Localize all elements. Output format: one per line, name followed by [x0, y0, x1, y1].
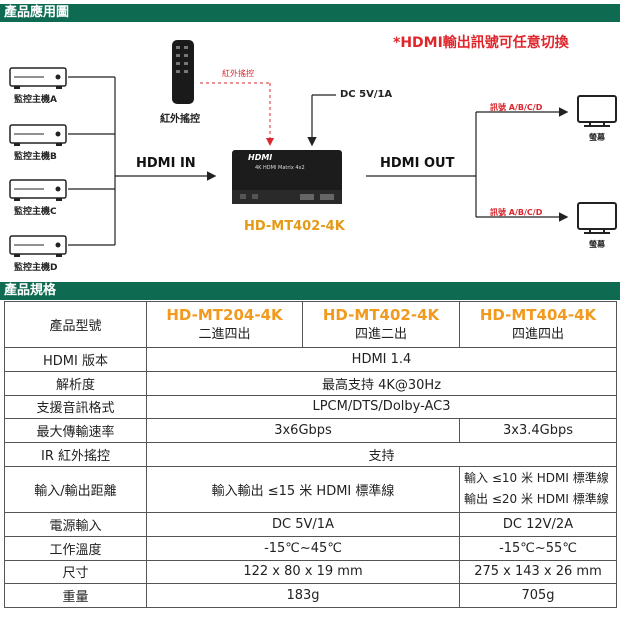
row-value: 705g	[459, 583, 617, 609]
model-name: HD-MT204-4K	[166, 305, 283, 324]
model-io: 四進四出	[511, 326, 564, 342]
row-value: 輸入輸出 ≤15 米 HDMI 標準線	[146, 465, 460, 513]
row-value: HDMI 1.4	[146, 347, 617, 372]
row-label: 電源輸入	[4, 511, 147, 537]
row-label: 尺寸	[4, 559, 147, 585]
hdmi-out-label: HDMI OUT	[380, 156, 455, 171]
table-row: IR 紅外搖控 支持	[4, 442, 617, 467]
row-label: IR 紅外搖控	[4, 442, 147, 467]
host-c-label: 監控主機C	[14, 207, 57, 217]
row-label: 支援音訊格式	[4, 394, 147, 420]
host-a-icon	[9, 67, 67, 89]
monitor-top-icon	[577, 95, 617, 127]
model-cell-204: HD-MT204-4K 二進四出	[146, 301, 303, 348]
row-label: 工作溫度	[4, 535, 147, 561]
table-row: 重量 183g 705g	[4, 583, 617, 609]
host-b-icon	[9, 124, 67, 146]
table-row: 產品型號 HD-MT204-4K 二進四出 HD-MT402-4K 四進二出 H…	[4, 301, 617, 348]
output-connection-lines	[366, 107, 569, 222]
ir-signal-line	[200, 82, 274, 146]
distance-output: 輸出 ≤20 米 HDMI 標準線	[464, 492, 609, 507]
row-value: DC 5V/1A	[146, 511, 460, 537]
monitor-top-label: 螢幕	[589, 133, 605, 142]
row-label: 解析度	[4, 370, 147, 396]
model-name: HD-MT402-4K	[322, 305, 440, 324]
row-value: -15℃~45℃	[146, 535, 460, 561]
signal-label-top: 訊號 A/B/C/D	[490, 103, 543, 112]
row-value: 3x6Gbps	[146, 418, 460, 444]
table-row: 解析度 最高支持 4K@30Hz	[4, 370, 617, 396]
host-d-label: 監控主機D	[14, 263, 58, 273]
signal-label-bottom: 訊號 A/B/C/D	[490, 208, 543, 217]
remote-control-icon	[172, 40, 194, 104]
model-header-cell: 產品型號	[4, 301, 147, 348]
table-row: HDMI 版本 HDMI 1.4	[4, 347, 617, 372]
hdmi-in-label: HDMI IN	[136, 156, 196, 171]
row-value: 支持	[146, 442, 617, 467]
row-value: 最高支持 4K@30Hz	[146, 370, 617, 396]
row-value: -15℃~55℃	[459, 535, 617, 561]
table-row: 尺寸 122 x 80 x 19 mm 275 x 143 x 26 mm	[4, 559, 617, 585]
switch-note: *HDMI輸出訊號可任意切換	[393, 35, 569, 51]
host-c-icon	[9, 179, 67, 201]
dc-power-label: DC 5V/1A	[340, 89, 393, 100]
row-value: 275 x 143 x 26 mm	[459, 559, 617, 585]
monitor-bottom-label: 螢幕	[589, 240, 605, 249]
model-cell-404: HD-MT404-4K 四進四出	[459, 301, 617, 348]
row-value: 183g	[146, 583, 460, 609]
spec-section-title: 產品規格	[0, 282, 620, 300]
model-io: 二進四出	[198, 326, 251, 342]
application-section-title: 產品應用圖	[0, 4, 620, 22]
table-row: 支援音訊格式 LPCM/DTS/Dolby-AC3	[4, 394, 617, 420]
host-d-icon	[9, 235, 67, 257]
row-label: 輸入/輸出距離	[4, 465, 147, 513]
connection-diagram-svg	[9, 40, 617, 257]
row-label: 最大傳輸速率	[4, 418, 147, 444]
host-a-label: 監控主機A	[14, 95, 57, 105]
spec-table: 產品型號 HD-MT204-4K 二進四出 HD-MT402-4K 四進二出 H…	[4, 301, 617, 609]
remote-label: 紅外搖控	[160, 114, 200, 125]
table-row: 輸入/輸出距離 輸入輸出 ≤15 米 HDMI 標準線 輸入 ≤10 米 HDM…	[4, 465, 617, 513]
row-value: 3x3.4Gbps	[459, 418, 617, 444]
model-cell-402: HD-MT402-4K 四進二出	[302, 301, 460, 348]
model-io: 四進二出	[354, 326, 407, 342]
table-row: 電源輸入 DC 5V/1A DC 12V/2A	[4, 511, 617, 537]
row-label: HDMI 版本	[4, 347, 147, 372]
row-value: 輸入 ≤10 米 HDMI 標準線 輸出 ≤20 米 HDMI 標準線	[459, 465, 617, 513]
row-value: LPCM/DTS/Dolby-AC3	[146, 394, 617, 420]
table-row: 工作溫度 -15℃~45℃ -15℃~55℃	[4, 535, 617, 561]
device-text: 4K HDMI Matrix 4x2	[255, 165, 305, 171]
matrix-device-icon	[232, 150, 342, 204]
input-connection-lines	[68, 76, 217, 246]
ir-label: 紅外搖控	[222, 69, 254, 78]
application-diagram: *HDMI輸出訊號可任意切換 監控主機A 監控主機B 監控主機C 監控主機D 紅…	[0, 22, 620, 280]
monitor-bottom-icon	[577, 202, 617, 234]
distance-input: 輸入 ≤10 米 HDMI 標準線	[464, 471, 609, 486]
table-row: 最大傳輸速率 3x6Gbps 3x3.4Gbps	[4, 418, 617, 444]
device-logo: HDMI	[248, 153, 273, 162]
row-label: 重量	[4, 583, 147, 609]
row-value: DC 12V/2A	[459, 511, 617, 537]
device-model-label: HD-MT402-4K	[244, 219, 345, 234]
host-b-label: 監控主機B	[14, 152, 57, 162]
model-name: HD-MT404-4K	[479, 305, 597, 324]
dc-power-line	[307, 94, 336, 147]
row-value: 122 x 80 x 19 mm	[146, 559, 460, 585]
